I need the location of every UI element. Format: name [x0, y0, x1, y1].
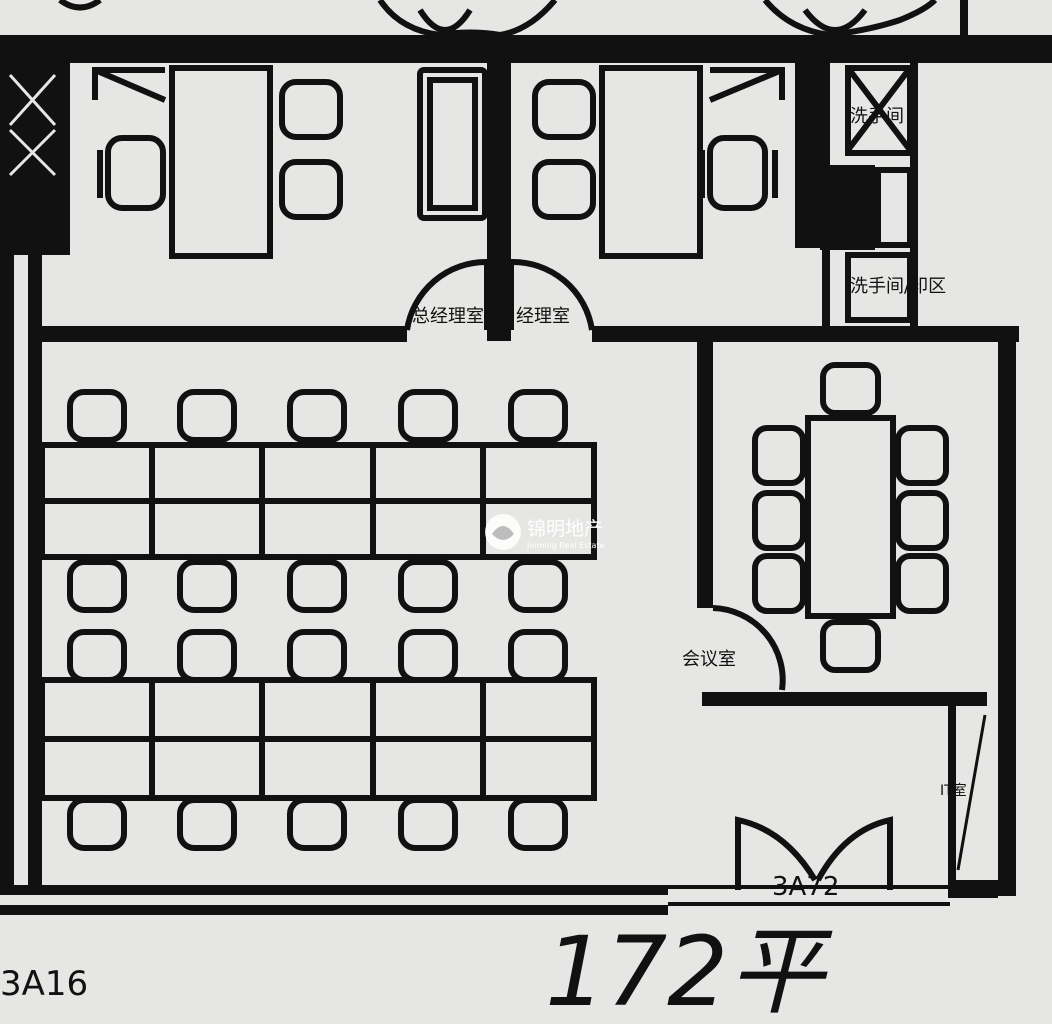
workstation-chair — [177, 389, 237, 443]
office-left-furniture — [92, 65, 343, 259]
service-block — [797, 65, 913, 323]
workstation-chair — [177, 629, 237, 683]
service-block-fill — [820, 165, 875, 250]
workstation-chair — [398, 629, 458, 683]
workstation-chair — [67, 389, 127, 443]
workstation-chair — [177, 797, 237, 851]
workstation-chair — [67, 629, 127, 683]
open-office-chairs — [67, 389, 568, 851]
workstation-chair — [287, 559, 347, 613]
office-right-furniture — [532, 65, 785, 259]
cabinet-center — [417, 67, 488, 221]
neighbor-unit-number: 3A16 — [0, 964, 88, 1004]
left-structure — [8, 73, 57, 177]
watermark: 锦明地产 Jinming Real Estate — [485, 514, 605, 550]
workstation-chair — [508, 559, 568, 613]
workstation-chair — [287, 629, 347, 683]
workstation-chair — [398, 797, 458, 851]
workstation-chair — [177, 559, 237, 613]
label-it-room: IT室 — [940, 782, 967, 799]
plant-decoration-top — [58, 0, 938, 39]
label-pantry-top: 洗手间 — [850, 106, 904, 127]
meeting-room-furniture — [712, 362, 949, 691]
label-manager-office-right: 经理室 — [516, 306, 570, 327]
label-manager-office-left: 总经理室 — [412, 306, 484, 327]
area-note: 172平 — [545, 916, 833, 1024]
workstation-chair — [67, 559, 127, 613]
workstation-chair — [67, 797, 127, 851]
it-room-door — [956, 714, 987, 871]
entrance-door — [735, 816, 893, 890]
watermark-logo-mark — [492, 526, 514, 540]
unit-number: 3A72 — [772, 872, 839, 902]
workstation-chair — [508, 797, 568, 851]
watermark-brand-en: Jinming Real Estate — [526, 541, 605, 550]
workstation-chair — [398, 559, 458, 613]
label-pantry-bottom: 洗手间/印区 — [850, 276, 946, 297]
workstation-chair — [287, 797, 347, 851]
workstation-chair — [508, 389, 568, 443]
watermark-brand-cn: 锦明地产 — [527, 518, 603, 540]
workstation-chair — [287, 389, 347, 443]
walls — [0, 0, 1052, 915]
office-doors — [404, 258, 595, 331]
label-meeting-room: 会议室 — [682, 649, 736, 670]
workstation-chair — [508, 629, 568, 683]
workstation-chair — [398, 389, 458, 443]
